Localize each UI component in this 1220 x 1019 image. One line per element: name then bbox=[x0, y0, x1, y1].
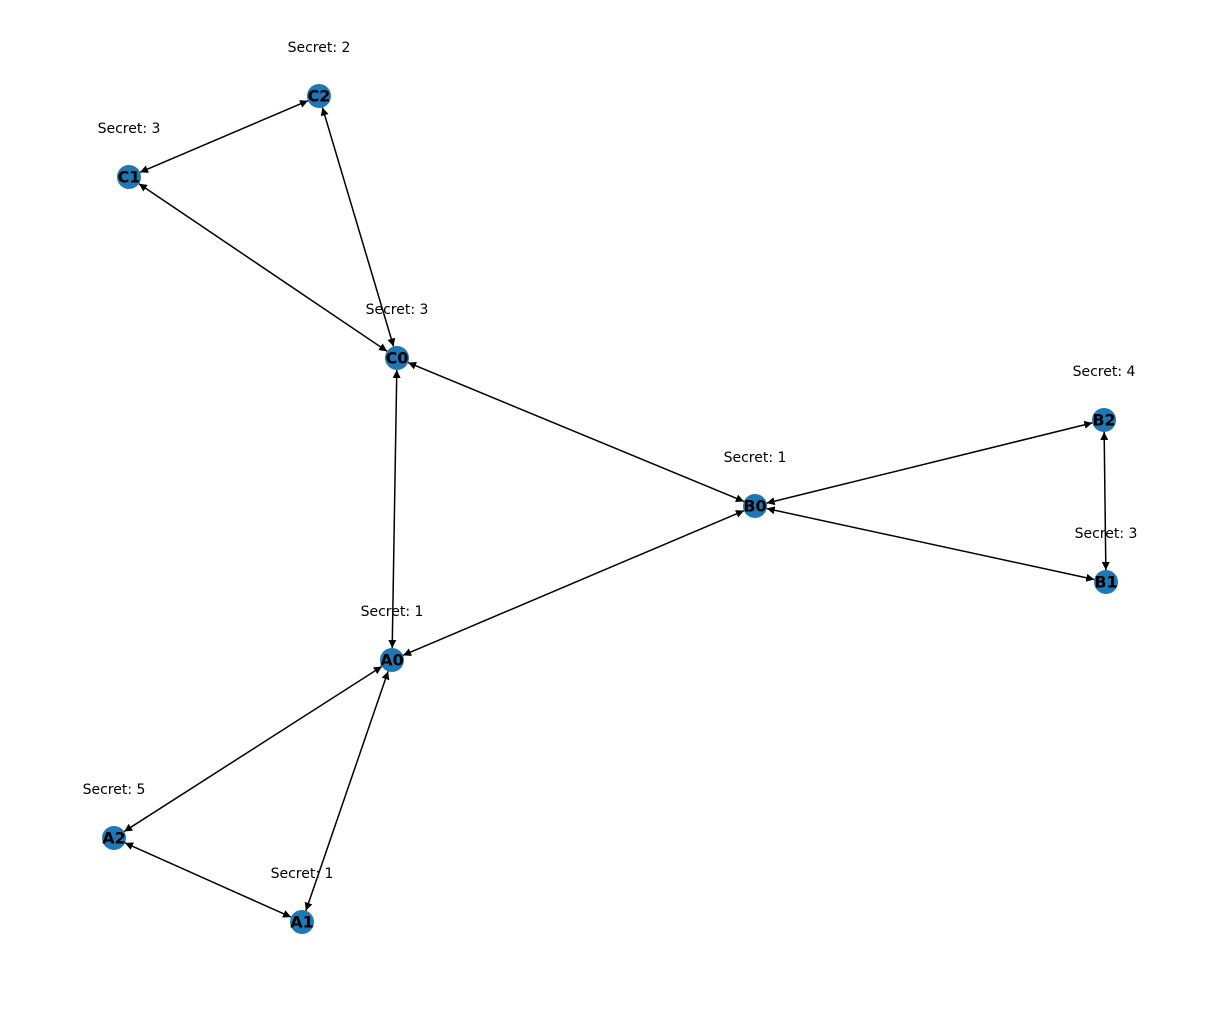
node-b0: B0 bbox=[743, 494, 767, 518]
node-c0: C0 bbox=[385, 346, 409, 370]
node-label-a1: A1 bbox=[290, 913, 314, 932]
secret-label-b0: Secret: 1 bbox=[724, 450, 787, 466]
secret-label-a1: Secret: 1 bbox=[271, 866, 334, 882]
node-label-a2: A2 bbox=[102, 829, 126, 848]
secret-label-c2: Secret: 2 bbox=[288, 40, 351, 56]
edge-b0-a0 bbox=[402, 509, 745, 657]
node-circle-b2 bbox=[1092, 408, 1116, 432]
node-label-b1: B1 bbox=[1094, 573, 1117, 592]
node-b2: B2 bbox=[1092, 408, 1116, 432]
edge-c1-c2 bbox=[139, 100, 309, 173]
secret-label-b2: Secret: 4 bbox=[1073, 364, 1136, 380]
node-label-c1: C1 bbox=[118, 168, 141, 187]
edge-a0-a1 bbox=[304, 671, 390, 911]
node-b1: B1 bbox=[1094, 570, 1118, 594]
edge-a2-a1 bbox=[124, 842, 292, 918]
node-label-c0: C0 bbox=[386, 349, 409, 368]
node-label-b0: B0 bbox=[743, 497, 766, 516]
node-c2: C2 bbox=[307, 84, 331, 108]
secret-label-c0: Secret: 3 bbox=[366, 302, 429, 318]
secret-label-a2: Secret: 5 bbox=[83, 782, 146, 798]
edge-c0-b0 bbox=[407, 361, 745, 503]
node-a2: A2 bbox=[102, 826, 126, 850]
edge-b0-b2 bbox=[766, 420, 1093, 506]
secret-labels-layer: Secret: 2 Secret: 3 Secret: 3 Secret: 4 Secr… bbox=[83, 40, 1138, 882]
edge-c0-a0 bbox=[388, 369, 401, 649]
node-circle-a1 bbox=[290, 910, 314, 934]
node-circle-c2 bbox=[307, 84, 331, 108]
node-label-c2: C2 bbox=[308, 87, 331, 106]
secret-label-b1: Secret: 3 bbox=[1075, 526, 1138, 542]
node-circle-b0 bbox=[743, 494, 767, 518]
node-label-b2: B2 bbox=[1092, 411, 1115, 430]
secret-label-c1: Secret: 3 bbox=[98, 121, 161, 137]
node-c1: C1 bbox=[117, 165, 141, 189]
edges-layer bbox=[123, 100, 1110, 918]
node-a0: A0 bbox=[380, 648, 404, 672]
node-circle-c1 bbox=[117, 165, 141, 189]
secret-label-a0: Secret: 1 bbox=[361, 604, 424, 620]
edge-b0-b1 bbox=[766, 506, 1095, 582]
node-circle-a2 bbox=[102, 826, 126, 850]
node-circle-a0 bbox=[380, 648, 404, 672]
node-circle-b1 bbox=[1094, 570, 1118, 594]
node-label-a0: A0 bbox=[380, 651, 404, 670]
edge-a0-a2 bbox=[123, 665, 383, 833]
edge-b2-b1 bbox=[1100, 431, 1110, 571]
node-a1: A1 bbox=[290, 910, 314, 934]
node-circle-c0 bbox=[385, 346, 409, 370]
edge-c1-c0 bbox=[138, 183, 388, 352]
